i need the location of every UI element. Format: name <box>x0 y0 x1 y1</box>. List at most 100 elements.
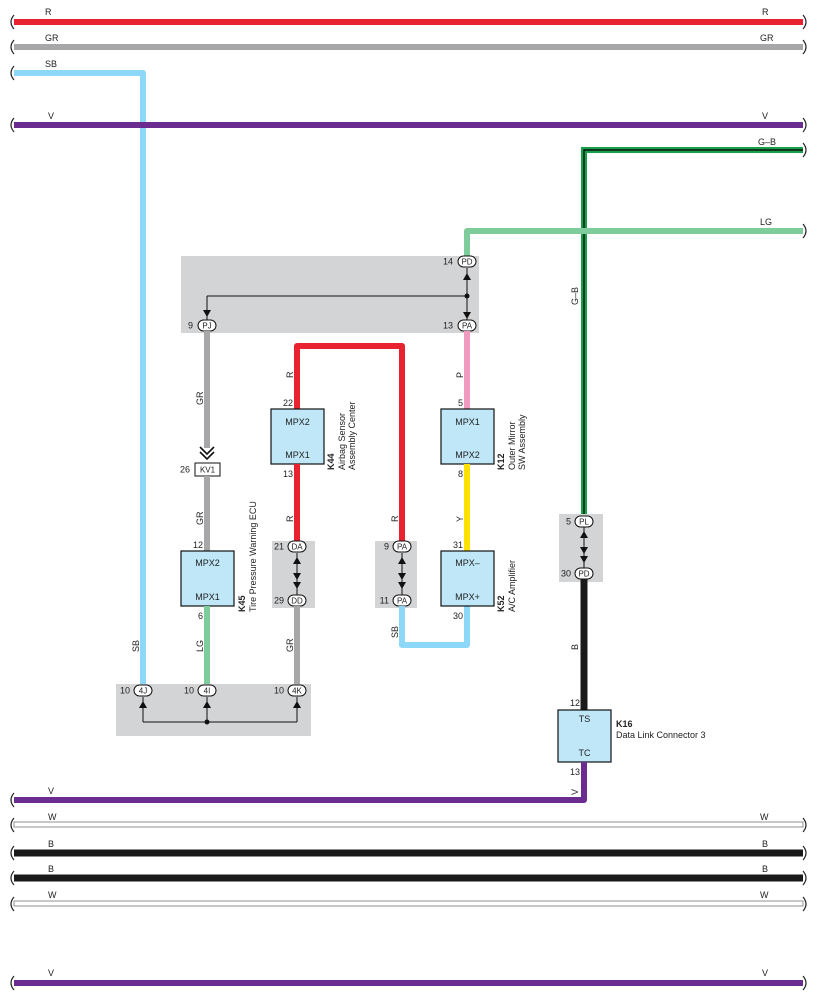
connector-4k: 4K 10 <box>274 684 307 697</box>
pin-number: 26 <box>180 465 190 475</box>
wire-label: G–B <box>570 287 580 305</box>
wire-label: W <box>760 812 769 822</box>
svg-text:PA: PA <box>397 543 408 552</box>
connector-pd: PD 14 <box>443 255 477 268</box>
wire-label: V <box>570 789 580 795</box>
svg-text:PA: PA <box>462 322 473 331</box>
pin-number: 8 <box>458 469 463 479</box>
connector-pj: PJ 9 <box>188 319 217 332</box>
svg-text:MPX–: MPX– <box>455 558 480 568</box>
wire-label: LG <box>195 640 205 652</box>
svg-text:K44: K44 <box>326 453 336 470</box>
connector-4i: 4I 10 <box>184 684 217 697</box>
pin-number: 13 <box>283 469 293 479</box>
wire-label: R <box>285 371 295 378</box>
svg-text:MPX1: MPX1 <box>195 592 220 602</box>
connector-pl: PL 5 <box>566 515 594 528</box>
svg-text:PJ: PJ <box>202 322 211 331</box>
connector-da: DA 21 <box>274 540 307 553</box>
svg-text:PL: PL <box>579 518 589 527</box>
svg-text:KV1: KV1 <box>200 466 216 475</box>
pin-number: 13 <box>570 767 580 777</box>
wire-label: R <box>45 7 52 17</box>
wire-gr-dd: GR <box>285 606 300 684</box>
pin-number: 30 <box>453 611 463 621</box>
pin-number: 12 <box>570 698 580 708</box>
svg-text:Airbag Sensor: Airbag Sensor <box>337 413 347 470</box>
component-k12: MPX1 MPX2 5 8 K12 Outer Mirror SW Assemb… <box>440 398 527 479</box>
junction-da-dd: DA 21 DD 29 <box>272 540 315 608</box>
wire-label: B <box>762 864 768 874</box>
wire-label: R <box>762 7 769 17</box>
svg-text:Assembly Center: Assembly Center <box>347 401 357 470</box>
wire-label: V <box>762 111 768 121</box>
wire-sb-k52: SB <box>390 606 470 648</box>
wire-label: G–B <box>758 137 776 147</box>
connector-dd: DD 29 <box>274 594 307 607</box>
wire-y-k12: Y <box>455 464 470 551</box>
svg-text:DD: DD <box>291 597 303 606</box>
svg-text:MPX1: MPX1 <box>455 417 480 427</box>
svg-text:Data Link Connector 3: Data Link Connector 3 <box>616 730 706 740</box>
svg-text:K12: K12 <box>496 453 506 470</box>
wire-p-k12: P <box>455 331 470 409</box>
svg-text:MPX2: MPX2 <box>195 558 220 568</box>
svg-text:DA: DA <box>291 543 303 552</box>
svg-text:PA: PA <box>397 597 408 606</box>
wire-label: V <box>48 968 54 978</box>
wire-label: B <box>48 839 54 849</box>
pin-number: 11 <box>380 596 389 606</box>
pin-number: 10 <box>120 686 130 696</box>
bus-wire-sb: SB <box>10 59 146 690</box>
bus-wire-w2: W W <box>10 890 807 912</box>
svg-text:TC: TC <box>579 748 591 758</box>
pin-number: 9 <box>188 321 193 331</box>
pin-number: 14 <box>443 257 453 267</box>
bus-wire-gr-top: GR GR <box>10 33 807 55</box>
pin-number: 10 <box>274 686 284 696</box>
component-k16: TS TC 12 13 K16 Data Link Connector 3 <box>557 698 706 777</box>
pin-number: 22 <box>283 398 293 408</box>
bus-wire-v-bottom: V V <box>10 968 807 991</box>
wire-label: V <box>48 111 54 121</box>
wire-v-k16: V V <box>10 762 587 808</box>
wire-label: GR <box>45 33 59 43</box>
wire-gr-k45-lower: GR <box>195 476 210 551</box>
wire-label: W <box>48 812 57 822</box>
wire-gr-k45-upper: GR <box>195 331 215 461</box>
wire-label: GR <box>760 33 774 43</box>
wire-label: R <box>390 515 400 522</box>
wire-label: LG <box>760 217 772 227</box>
component-k44: MPX2 MPX1 22 13 K44 Airbag Sensor Assemb… <box>270 398 357 479</box>
pin-number: 5 <box>458 398 463 408</box>
connector-pd-30: PD 30 <box>561 567 594 580</box>
pin-number: 12 <box>193 540 203 550</box>
wire-g-b: G–B G–B <box>570 137 807 522</box>
connector-pa: PA 13 <box>443 319 477 332</box>
bus-wire-b2: B B <box>10 864 807 886</box>
connector-4j: 4J 10 <box>120 684 153 697</box>
wire-label: Y <box>455 516 465 522</box>
svg-text:K16: K16 <box>616 719 633 729</box>
pin-number: 30 <box>561 569 571 579</box>
pin-number: 29 <box>274 596 284 606</box>
svg-text:TS: TS <box>579 714 591 724</box>
pin-number: 10 <box>184 686 194 696</box>
bus-wire-v-top: V V <box>10 111 807 133</box>
svg-text:SW Assembly: SW Assembly <box>517 414 527 470</box>
svg-text:PD: PD <box>461 258 472 267</box>
svg-text:K45: K45 <box>237 595 247 612</box>
pin-number: 9 <box>384 542 389 552</box>
wire-label: R <box>285 515 295 522</box>
wire-r-k44-loop: R <box>285 343 405 541</box>
wire-label: SB <box>45 59 57 69</box>
pin-number: 21 <box>274 542 284 552</box>
wire-label: P <box>455 372 465 378</box>
wire-label: SB <box>390 626 400 638</box>
wire-label: W <box>760 890 769 900</box>
junction-pa-pa: PA 9 PA 11 <box>375 540 417 608</box>
svg-text:4K: 4K <box>292 687 302 696</box>
pin-number: 13 <box>443 321 453 331</box>
svg-text:Tire Pressure Warning ECU: Tire Pressure Warning ECU <box>248 501 258 612</box>
bus-wire-w1: W W <box>10 812 807 833</box>
